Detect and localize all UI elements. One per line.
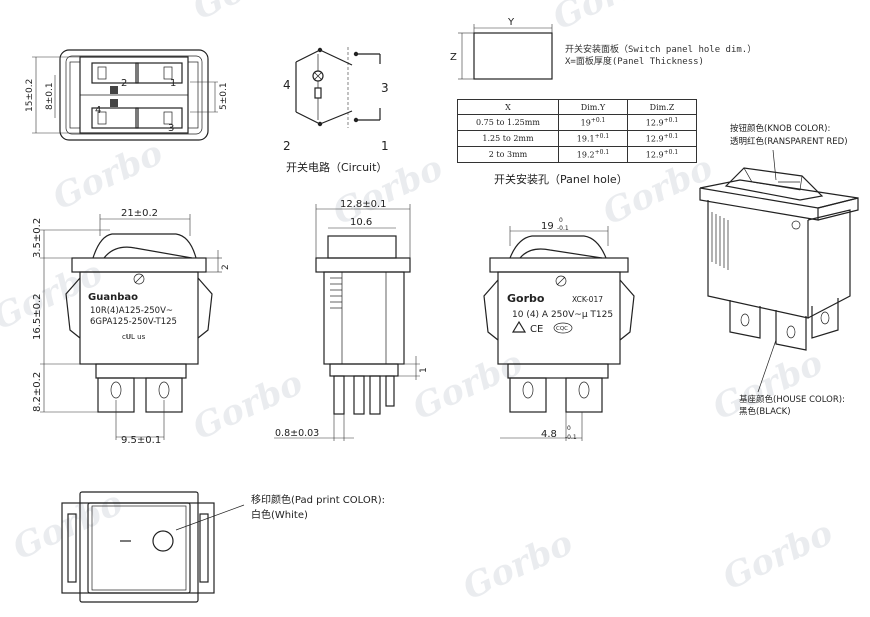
- table-row: 0.75 to 1.25mm 19+0.1 12.9+0.1: [457, 114, 697, 131]
- dim-value: 19.2: [576, 150, 595, 160]
- dim-15: 15±0.2: [25, 79, 35, 112]
- column-header: Dim.Z: [627, 99, 697, 115]
- table-cell: 19+0.1: [558, 114, 628, 131]
- pin-label: 3: [168, 123, 174, 134]
- watermark: Gorbo: [547, 0, 669, 38]
- watermark: Gorbo: [717, 513, 839, 598]
- front-cert-mark: c𝐔L us: [122, 333, 146, 341]
- pad-print-value: 白色(White): [251, 508, 308, 521]
- dim-9-5: 9.5±0.1: [121, 435, 161, 446]
- dim-4-8-tol-top: 0: [567, 425, 571, 432]
- dim-value: 12.9: [645, 150, 664, 160]
- watermark-layer: Gorbo Gorbo Gorbo Gorbo Gorbo Gorbo Gorb…: [0, 0, 839, 608]
- pin-label: 1: [170, 78, 176, 89]
- dim-value: 12.9: [645, 134, 664, 144]
- pin-label: 4: [95, 105, 101, 116]
- terminal-label: 1: [381, 139, 389, 153]
- dim-19: 19: [541, 221, 554, 232]
- terminal-label: 4: [283, 78, 291, 92]
- dim-16-5: 16.5±0.2: [32, 293, 43, 340]
- dim-value: 19.1: [576, 134, 595, 144]
- watermark: Gorbo: [457, 523, 579, 608]
- pin-label: 2: [121, 78, 127, 89]
- dim-19-tol-bottom: -0.1: [557, 225, 569, 232]
- house-color-value: 黑色(BLACK): [739, 406, 791, 417]
- front-rating-2: 6GPA125-250V-T125: [90, 317, 177, 327]
- table-cell: 12.9+0.1: [627, 130, 697, 147]
- table-row: 2 to 3mm 19.2+0.1 12.9+0.1: [457, 146, 697, 163]
- dim-5: 5±0.1: [219, 82, 229, 110]
- panel-hole-table: X Dim.Y Dim.Z 0.75 to 1.25mm 19+0.1 12.9…: [457, 99, 697, 163]
- dim-value: 12.9: [645, 118, 664, 128]
- panel-note-line-2: X=面板厚度(Panel Thickness): [565, 57, 704, 67]
- circuit-diagram: 4 3 2 1 开关电路（Circuit）: [283, 47, 389, 174]
- dim-tolerance: +0.1: [594, 133, 610, 141]
- terminal-label: 2: [283, 139, 291, 153]
- top-view: 2 1 4 3 15±0.2 8±0.1 5±0.1: [25, 49, 229, 141]
- knob-color-label: 按钮颜色(KNOB COLOR):: [730, 123, 830, 134]
- dim-tolerance: +0.1: [663, 117, 679, 125]
- isometric-view: 按钮颜色(KNOB COLOR): 透明红色(RANSPARENT RED) 基…: [699, 123, 859, 417]
- dim-10-6: 10.6: [350, 217, 372, 228]
- front-brand: Guanbao: [88, 292, 138, 303]
- table-cell: 1.25 to 2mm: [457, 130, 559, 147]
- panel-hole-sketch: Y Z 开关安装孔（Panel hole）: [450, 17, 628, 186]
- dim-8: 8±0.1: [45, 82, 55, 110]
- dim-1: 1: [419, 367, 429, 373]
- knob-color-value: 透明红色(RANSPARENT RED): [730, 136, 848, 147]
- dim-3-5: 3.5±0.2: [32, 218, 43, 258]
- dim-21: 21±0.2: [121, 208, 158, 219]
- pad-print-view: 移印颜色(Pad print COLOR): 白色(White): [61, 491, 385, 603]
- table-header-row: X Dim.Y Dim.Z: [457, 99, 697, 115]
- front-view: Guanbao 10R(4)A125-250V~ 6GPA125-250V-T1…: [32, 208, 231, 446]
- back-cqc-mark: CQC: [556, 326, 568, 332]
- circuit-caption: 开关电路（Circuit）: [286, 160, 387, 174]
- table-cell: 12.9+0.1: [627, 146, 697, 163]
- dim-12-8: 12.8±0.1: [340, 199, 387, 210]
- back-ce-mark: CE: [530, 324, 543, 335]
- front-rating-1: 10R(4)A125-250V~: [90, 306, 173, 316]
- table-cell: 0.75 to 1.25mm: [457, 114, 559, 131]
- dim-2: 2: [221, 264, 231, 270]
- back-rating: 10 (4) A 250V~μ T125: [512, 310, 613, 320]
- back-model: XCK-017: [572, 295, 603, 304]
- table-cell: 12.9+0.1: [627, 114, 697, 131]
- side-view: 12.8±0.1 10.6 1 0.8±0.03: [274, 199, 429, 441]
- terminal-label: 3: [381, 81, 389, 95]
- column-header: Dim.Y: [558, 99, 628, 115]
- dim-tolerance: +0.1: [663, 149, 679, 157]
- dim-19-tol-top: 0: [559, 217, 563, 224]
- dim-4-8: 4.8: [541, 429, 557, 440]
- dim-value: 19: [580, 118, 591, 128]
- table-cell: 19.2+0.1: [558, 146, 628, 163]
- dim-tolerance: +0.1: [663, 133, 679, 141]
- watermark: Gorbo: [47, 133, 169, 218]
- axis-z: Z: [450, 52, 457, 63]
- watermark: Gorbo: [407, 343, 529, 428]
- pad-print-label: 移印颜色(Pad print COLOR):: [251, 493, 385, 506]
- dim-8-2: 8.2±0.2: [32, 372, 43, 412]
- back-brand: Gorbo: [507, 292, 545, 305]
- panel-note-line-1: 开关安装面板（Switch panel hole dim.）: [565, 45, 757, 55]
- column-header: X: [457, 99, 559, 115]
- watermark: Gorbo: [187, 0, 309, 28]
- house-color-label: 基座颜色(HOUSE COLOR):: [739, 394, 845, 405]
- table-cell: 2 to 3mm: [457, 146, 559, 163]
- dim-tolerance: +0.1: [590, 117, 606, 125]
- axis-y: Y: [507, 17, 515, 28]
- table-cell: 19.1+0.1: [558, 130, 628, 147]
- back-view: Gorbo XCK-017 10 (4) A 250V~μ T125 CE CQ…: [483, 217, 635, 441]
- dim-tolerance: +0.1: [594, 149, 610, 157]
- dim-0-8: 0.8±0.03: [275, 428, 319, 439]
- panel-hole-caption: 开关安装孔（Panel hole）: [494, 172, 628, 186]
- dim-4-8-tol-bottom: -0.1: [565, 434, 577, 441]
- table-row: 1.25 to 2mm 19.1+0.1 12.9+0.1: [457, 130, 697, 147]
